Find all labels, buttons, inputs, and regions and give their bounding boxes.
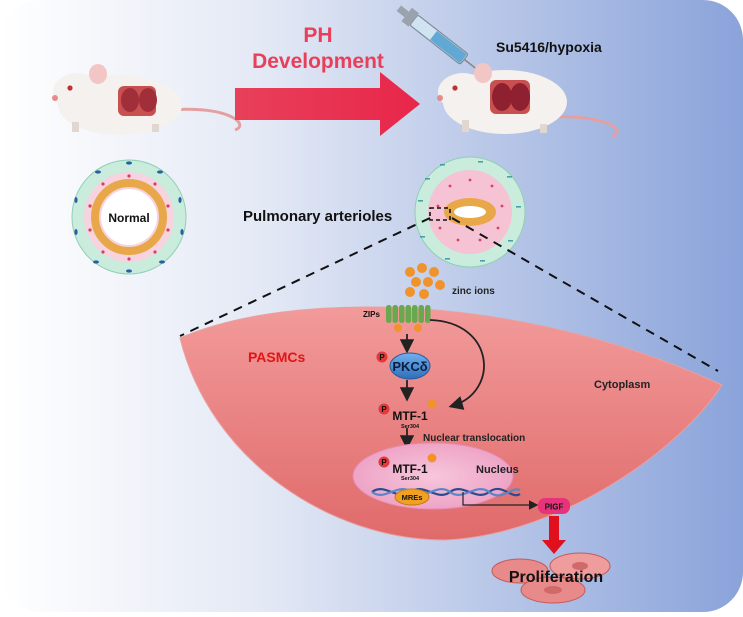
zoom-line-right xyxy=(451,217,719,372)
p-circle-mtf1 xyxy=(378,403,390,415)
pasmc-cell xyxy=(179,306,723,541)
arrow-zip-to-mtf1 xyxy=(429,319,485,410)
mres-label: MREs xyxy=(402,493,423,502)
ph-development-arrow xyxy=(235,72,420,136)
nucleus-label: Nucleus xyxy=(476,464,519,476)
ph-label: PH xyxy=(303,24,332,47)
pigf-box xyxy=(538,498,570,514)
zinc-ions-icon xyxy=(405,263,445,299)
pigf-label: PIGF xyxy=(545,503,564,512)
zinc-ions-label: zinc ions xyxy=(452,286,495,297)
arrow-mres-to-pigf xyxy=(462,492,539,510)
su5416-label: Su5416/hypoxia xyxy=(496,39,602,55)
mouse-normal-icon xyxy=(52,64,242,135)
cell-icon xyxy=(491,552,611,604)
zip-transporter-icon xyxy=(386,305,431,332)
zips-label: ZIPs xyxy=(363,310,380,319)
ser304-label: Ser304 xyxy=(401,424,420,430)
normal-label: Normal xyxy=(108,211,149,225)
pkc-label: PKCδ xyxy=(392,359,427,374)
zoom-line-left xyxy=(179,217,431,337)
p-label-pkc: P xyxy=(379,353,385,362)
zinc-on-mtf1 xyxy=(427,399,437,409)
mres-icon xyxy=(394,488,430,506)
p-label-mtf1-nuclear: P xyxy=(381,458,387,467)
normal-vessel-icon xyxy=(71,159,187,275)
p-circle-mtf1-nuclear xyxy=(378,456,390,468)
nucleus xyxy=(352,442,514,510)
p-circle-pkc xyxy=(376,351,388,363)
nuclear-translocation-label: Nuclear translocation xyxy=(423,433,525,444)
arrow-pigf-to-proliferation xyxy=(542,516,566,554)
mtf1-nuclear-label: MTF-1 xyxy=(392,462,428,476)
p-label-mtf1: P xyxy=(381,405,387,414)
proliferation-label: Proliferation xyxy=(509,569,603,586)
pkc-icon xyxy=(389,352,431,380)
ph-vessel-icon xyxy=(414,156,526,268)
ser304-nuclear-label: Ser304 xyxy=(401,476,420,482)
mouse-ph-icon xyxy=(437,63,619,138)
cytoplasm-label: Cytoplasm xyxy=(594,379,650,391)
pulmonary-arterioles-label: Pulmonary arterioles xyxy=(243,208,392,225)
pasmcs-label: PASMCs xyxy=(248,349,306,365)
development-label: Development xyxy=(252,50,384,73)
mtf1-label: MTF-1 xyxy=(392,409,428,423)
zinc-on-mtf1-nuclear xyxy=(427,453,437,463)
